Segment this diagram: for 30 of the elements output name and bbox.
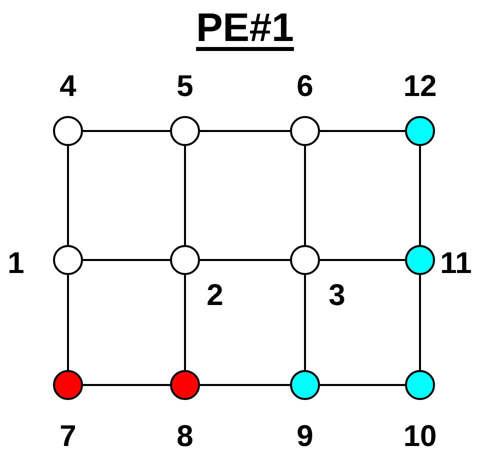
connector-line xyxy=(83,384,170,386)
connector-line xyxy=(320,384,405,386)
vertex-number: 5 xyxy=(176,70,194,104)
connector-line xyxy=(419,275,421,370)
vertex-number: 1 xyxy=(6,247,26,281)
vertex-number: 10 xyxy=(402,420,438,454)
connector-line xyxy=(200,130,290,132)
connector-line xyxy=(67,146,69,245)
vertex-number: 3 xyxy=(328,279,346,313)
connector-line xyxy=(200,384,290,386)
title: PE#1 xyxy=(195,6,295,50)
connector-line xyxy=(200,259,290,261)
connector-line xyxy=(184,275,186,370)
vertex-number: 4 xyxy=(58,70,78,104)
connector-line xyxy=(419,146,421,245)
connector-line xyxy=(67,275,69,370)
connector-line xyxy=(304,275,306,370)
connector-line xyxy=(304,146,306,245)
connector-line xyxy=(83,130,170,132)
vertex-number: 9 xyxy=(296,420,314,454)
vertex-number: 8 xyxy=(176,420,194,454)
vertex-number: 7 xyxy=(58,420,78,454)
connector-line xyxy=(320,130,405,132)
vertex-number: 2 xyxy=(206,279,224,313)
connector-line xyxy=(184,146,186,245)
connector-line xyxy=(320,259,405,261)
vertex-number: 12 xyxy=(402,70,438,104)
connector-line xyxy=(83,259,170,261)
vertex-number: 11 xyxy=(439,247,473,281)
vertex-number: 6 xyxy=(296,70,314,104)
